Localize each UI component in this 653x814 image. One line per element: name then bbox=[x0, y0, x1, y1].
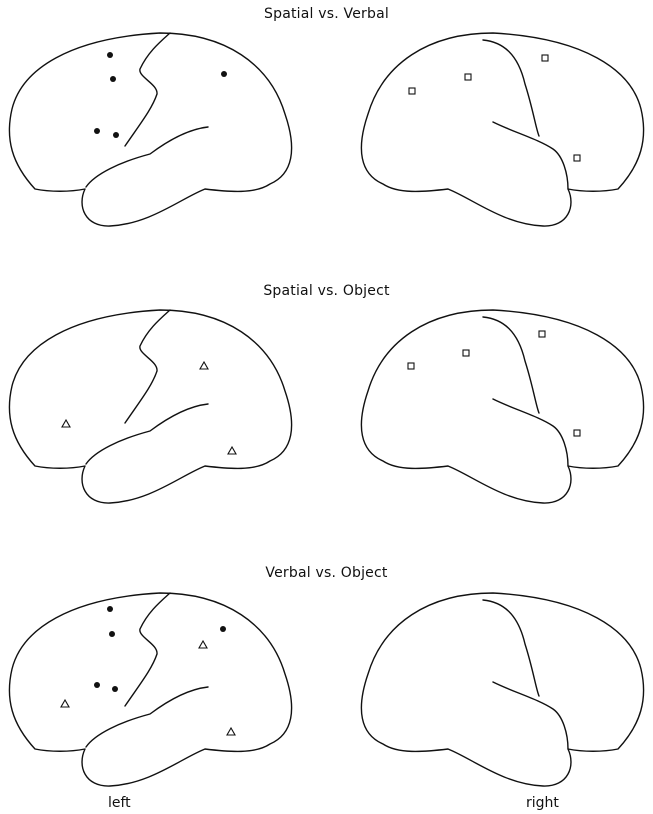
activation-dot bbox=[110, 76, 116, 82]
panel-title-spatial-vs-verbal: Spatial vs. Verbal bbox=[0, 6, 653, 22]
left-hemisphere-label: left bbox=[108, 795, 131, 811]
activation-dot bbox=[107, 606, 113, 612]
activation-dot bbox=[112, 686, 118, 692]
left-hemisphere-spatial-vs-verbal bbox=[0, 24, 300, 234]
activation-dot bbox=[109, 631, 115, 637]
activation-square bbox=[574, 155, 580, 161]
right-hemisphere-spatial-vs-object bbox=[353, 301, 653, 511]
activation-square bbox=[408, 363, 414, 369]
activation-dot bbox=[94, 682, 100, 688]
activation-square bbox=[409, 88, 415, 94]
activation-dot bbox=[113, 132, 119, 138]
left-hemisphere-spatial-vs-object bbox=[0, 301, 300, 511]
panel-title-spatial-vs-object: Spatial vs. Object bbox=[0, 283, 653, 299]
right-hemisphere-label: right bbox=[526, 795, 559, 811]
activation-square bbox=[574, 430, 580, 436]
left-hemisphere-verbal-vs-object bbox=[0, 584, 300, 794]
activation-dot bbox=[221, 71, 227, 77]
activation-dot bbox=[94, 128, 100, 134]
right-hemisphere-verbal-vs-object bbox=[353, 584, 653, 794]
panel-title-verbal-vs-object: Verbal vs. Object bbox=[0, 565, 653, 581]
activation-square bbox=[539, 331, 545, 337]
activation-dot bbox=[107, 52, 113, 58]
right-hemisphere-spatial-vs-verbal bbox=[353, 24, 653, 234]
activation-square bbox=[465, 74, 471, 80]
activation-square bbox=[542, 55, 548, 61]
activation-dot bbox=[220, 626, 226, 632]
activation-square bbox=[463, 350, 469, 356]
